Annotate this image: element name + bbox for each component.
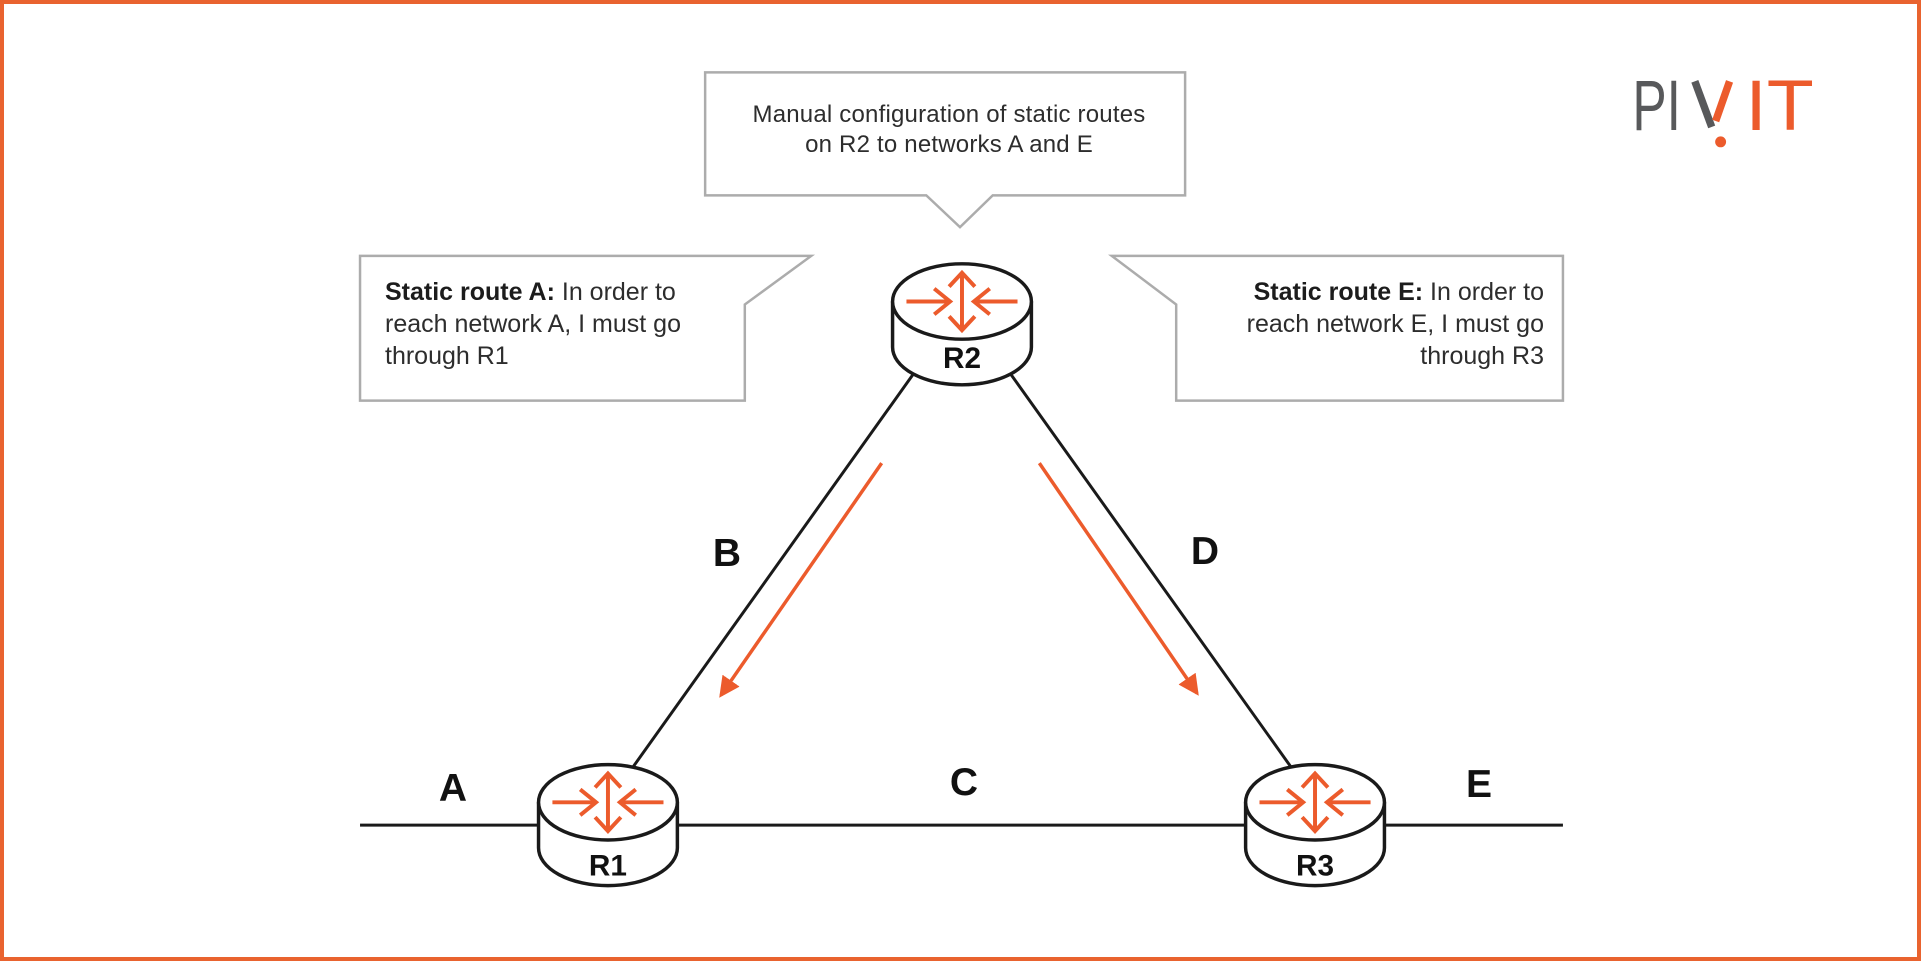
logo-gray-letters: PI (1632, 66, 1681, 146)
left-callout-line3: through R1 (385, 342, 509, 370)
left-callout-bold: Static route A: (385, 278, 555, 306)
pivit-logo: PI IT (1632, 66, 1814, 148)
route-arrow-r2-to-r1 (719, 462, 884, 698)
link-r2-r3-line (989, 345, 1316, 801)
left-callout-line1: Static route A: In order to (385, 278, 676, 306)
logo-exclamation-dot-icon (1715, 136, 1727, 148)
right-callout-line2: reach network E, I must go (1246, 310, 1544, 338)
left-callout-text: Static route A: In order to reach networ… (385, 276, 730, 372)
top-callout-text: Manual configuration of static routes on… (707, 73, 1191, 197)
logo-orange-letters: IT (1745, 66, 1813, 146)
router-r2-label: R2 (943, 342, 981, 375)
right-callout-line1: Static route E: In order to (1253, 278, 1544, 306)
right-callout-line3: through R3 (1420, 342, 1544, 370)
top-callout-line2: on R2 to networks A and E (805, 131, 1093, 158)
right-callout-bubble (1108, 254, 1565, 402)
router-r3-label: R3 (1296, 850, 1334, 883)
network-label-a: A (438, 767, 468, 810)
router-r1-label: R1 (589, 850, 627, 883)
left-callout-bubble (358, 254, 816, 402)
logo-v-left-stroke (1691, 80, 1716, 129)
left-callout-line2: reach network A, I must go (385, 310, 681, 338)
network-diagram: R2 R1 R3 PI IT (358, 66, 1814, 888)
network-label-e: E (1465, 763, 1493, 806)
link-r2-r1-line (608, 345, 935, 801)
network-label-c: C (949, 761, 979, 804)
right-callout-bold: Static route E: (1253, 278, 1424, 306)
top-callout-bubble (703, 71, 1187, 229)
route-arrow-r2-to-r3 (1037, 462, 1199, 696)
top-callout-line1: Manual configuration of static routes (752, 101, 1146, 128)
network-label-d: D (1190, 530, 1220, 573)
network-label-b: B (712, 532, 742, 575)
right-callout-text: Static route E: In order to reach networ… (1179, 276, 1544, 372)
logo-v-right-stroke-exclamation (1712, 80, 1734, 123)
